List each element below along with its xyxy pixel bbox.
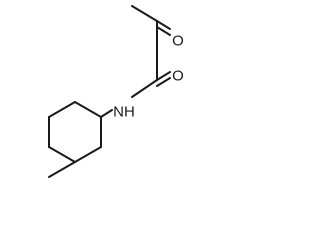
structure-diagram: O O NH bbox=[48, 5, 184, 178]
amide-oxygen-label: O bbox=[172, 68, 184, 85]
bond-ring-c3-c4 bbox=[48, 146, 76, 163]
bond-methyl-ketone-carbon bbox=[131, 5, 158, 22]
bond-ring-c6-c1 bbox=[74, 101, 102, 118]
bond-nitrogen-ring-carbon bbox=[100, 109, 113, 118]
bond-ketone-carbonyl-inner bbox=[156, 26, 171, 36]
amide-nitrogen-label: NH bbox=[113, 104, 135, 121]
bond-ketone-carbonyl-outer bbox=[156, 20, 171, 30]
bond-ring-c2-c3 bbox=[74, 146, 102, 163]
ketone-oxygen-label: O bbox=[172, 33, 184, 50]
bond-amide-carbonyl-inner bbox=[156, 77, 171, 87]
bond-amide-carbon-nitrogen bbox=[131, 79, 158, 98]
bond-amide-carbonyl-outer bbox=[156, 71, 171, 81]
bond-ring-methyl bbox=[48, 161, 76, 178]
bond-ring-c5-c6 bbox=[48, 101, 76, 118]
